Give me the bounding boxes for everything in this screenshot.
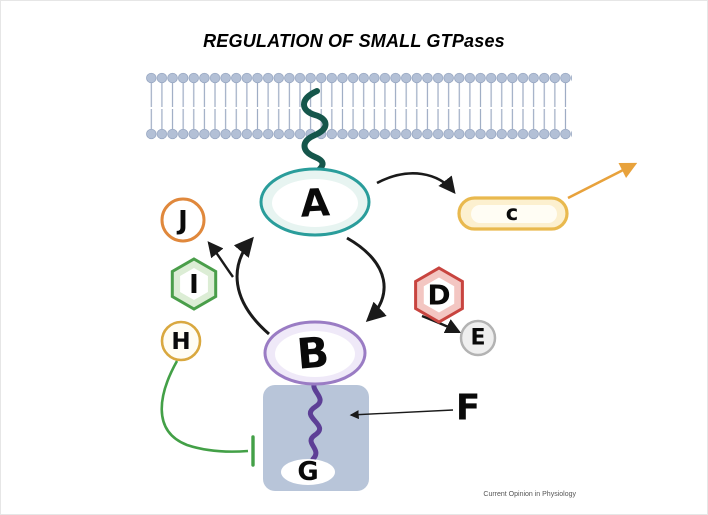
arrow-to-j <box>207 241 234 278</box>
label-d: D <box>427 279 450 312</box>
label-i: I <box>189 270 199 300</box>
node-a-highlight <box>272 179 358 227</box>
arrow-a-to-c <box>376 172 456 194</box>
node-d-highlight <box>423 277 455 313</box>
plasma-membrane <box>146 71 572 141</box>
node-b-highlight <box>275 331 355 377</box>
sequestered-lipid-tail <box>307 376 323 462</box>
arrow-b-to-a <box>233 236 270 336</box>
arrow-to-e <box>421 314 462 334</box>
node-j <box>160 197 206 243</box>
label-f: F <box>456 388 481 429</box>
label-b: B <box>295 327 331 379</box>
label-e: E <box>470 326 485 351</box>
label-a: A <box>299 180 331 226</box>
label-g: G <box>297 457 318 487</box>
label-c: c <box>506 201 518 225</box>
figure-title: REGULATION OF SMALL GTPases <box>203 31 505 51</box>
arrow-from-c <box>567 162 638 200</box>
node-e <box>459 319 497 357</box>
pocket-base-ellipse <box>281 459 335 485</box>
node-c-highlight <box>471 205 557 223</box>
node-h <box>160 320 202 362</box>
label-j: J <box>176 206 188 236</box>
journal-attribution: Current Opinion in Physiology <box>483 491 576 498</box>
pointer-arrow-f <box>349 409 454 420</box>
label-h: H <box>171 329 190 355</box>
node-i-highlight <box>180 268 208 300</box>
membrane-anchor-tail <box>301 88 329 176</box>
arrow-a-to-b <box>346 236 387 322</box>
inhibition-line <box>160 360 249 453</box>
